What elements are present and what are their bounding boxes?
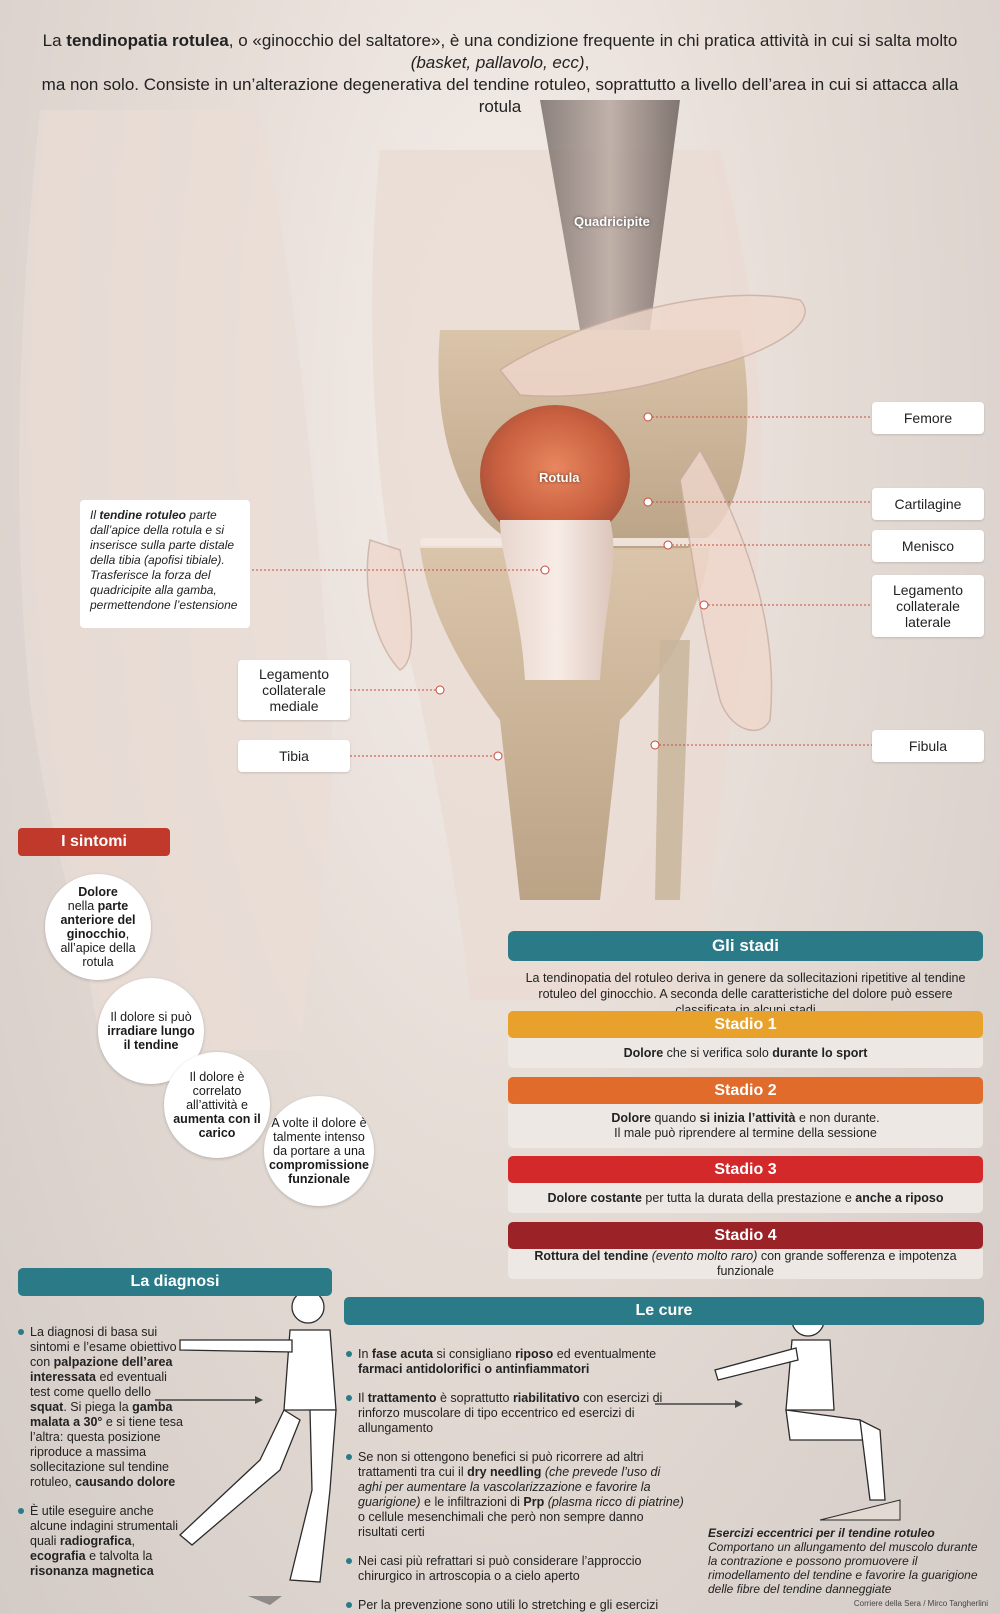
fibula-callout: Fibula: [872, 730, 984, 762]
stage-3-bar: Stadio 3: [508, 1156, 983, 1183]
eccentric-caption: Esercizi eccentrici per il tendine rotul…: [708, 1526, 978, 1596]
stadi-title: Gli stadi: [508, 931, 983, 961]
stage-2-bar: Stadio 2: [508, 1077, 983, 1104]
stage-1-body: Dolore che si verifica solo durante lo s…: [508, 1038, 983, 1068]
lcl-callout: Legamento collaterale laterale: [872, 575, 984, 637]
rotula-label: Rotula: [539, 470, 580, 485]
tibia-callout: Tibia: [238, 740, 350, 772]
menisco-callout: Menisco: [872, 530, 984, 562]
stage-4-body: Rottura del tendine (evento molto raro) …: [508, 1249, 983, 1279]
symptom-bubble-3: Il dolore è correlato all’attività e aum…: [164, 1052, 270, 1158]
eccentric-squat-figure: [714, 1303, 886, 1501]
stage-1-bar: Stadio 1: [508, 1011, 983, 1038]
stage-4-bar: Stadio 4: [508, 1222, 983, 1249]
sintomi-title: I sintomi: [18, 828, 170, 856]
cure-item-3: Se non si ottengono benefici si può rico…: [346, 1450, 686, 1540]
quadricipite-label: Quadricipite: [574, 214, 650, 229]
tendon-info-box: Il tendine rotuleo parte dall’apice dell…: [80, 500, 250, 628]
stage-3-body: Dolore costante per tutta la durata dell…: [508, 1183, 983, 1213]
intro-text: La tendinopatia rotulea, o «ginocchio de…: [41, 31, 959, 116]
diagnosi-item-1: La diagnosi di basa sui sintomi e l’esam…: [18, 1325, 188, 1490]
squat-test-figure: [179, 1290, 337, 1583]
cure-item-2: Il trattamento è soprattutto riabilitati…: [346, 1391, 686, 1436]
credit: Corriere della Sera / Mirco Tangherlini: [853, 1599, 988, 1608]
symptom-bubble-2: Il dolore si può irradiare lungo il tend…: [98, 978, 204, 1084]
stage-2-body: Dolore quando si inizia l’attività e non…: [508, 1104, 983, 1148]
symptom-bubble-4: A volte il dolore è talmente intenso da …: [264, 1096, 374, 1206]
cure-item-1: In fase acuta si consigliano riposo ed e…: [346, 1347, 686, 1377]
diagnosi-list: La diagnosi di basa sui sintomi e l’esam…: [18, 1325, 188, 1593]
femore-callout: Femore: [872, 402, 984, 434]
diagnosi-item-2: È utile eseguire anche alcune indagini s…: [18, 1504, 188, 1579]
diagnosi-title: La diagnosi: [18, 1268, 332, 1296]
lcm-callout: Legamento collaterale mediale: [238, 660, 350, 720]
cure-title: Le cure: [344, 1297, 984, 1325]
cure-list: In fase acuta si consigliano riposo ed e…: [346, 1347, 686, 1614]
cure-item-5: Per la prevenzione sono utili lo stretch…: [346, 1598, 686, 1614]
cartilagine-callout: Cartilagine: [872, 488, 984, 520]
cure-item-4: Nei casi più refrattari si può considera…: [346, 1554, 686, 1584]
